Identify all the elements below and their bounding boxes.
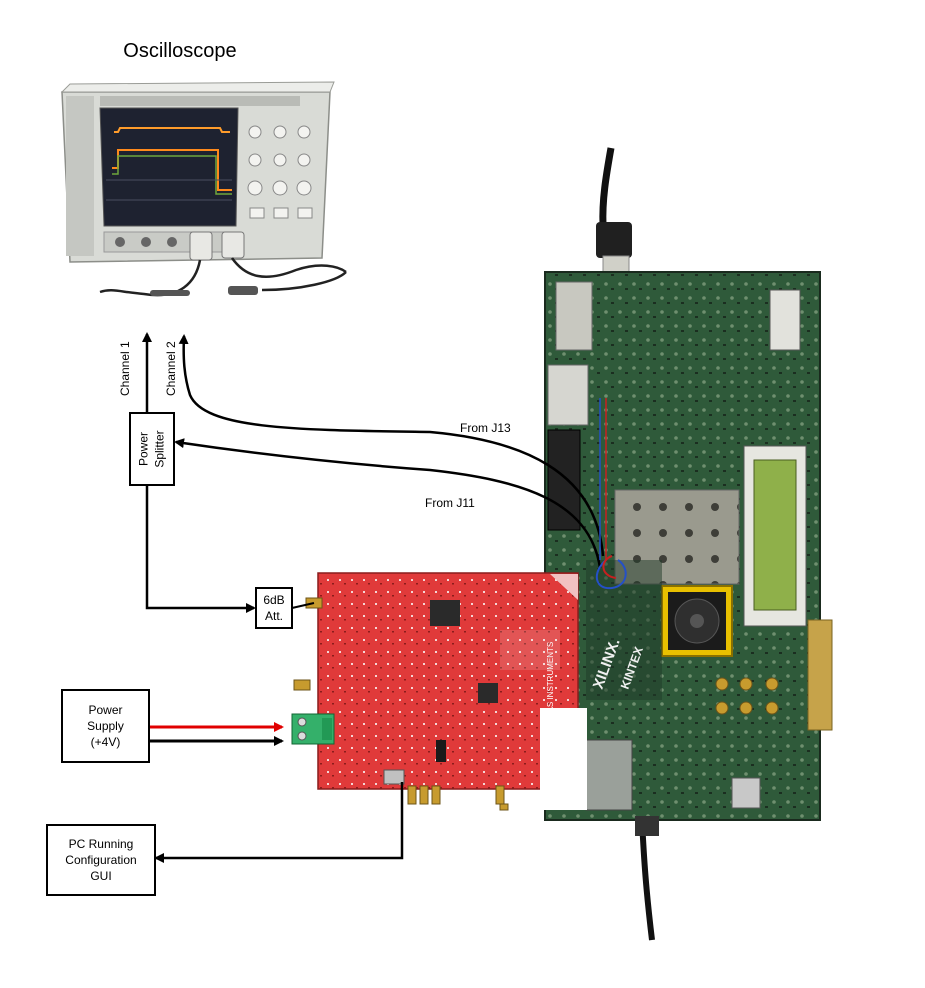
oscilloscope-screen — [99, 107, 239, 227]
oscilloscope-knob-panel — [247, 125, 313, 219]
eval-board: TEXAS INSTRUMENTS — [291, 572, 579, 811]
pc-gui-text: PC Running Configuration GUI — [65, 837, 137, 883]
usb-to-pc-line — [154, 782, 404, 863]
channel2-cable — [178, 334, 605, 557]
splitter-to-attenuator — [145, 486, 256, 613]
attenuator-text: 6dB Att. — [263, 593, 285, 623]
usb-connector — [383, 769, 405, 785]
oscilloscope-device — [60, 81, 347, 297]
power-supply-box: Power Supply (+4V) — [61, 689, 150, 763]
oscilloscope-title: Oscilloscope — [123, 40, 237, 62]
oscilloscope-input-ports — [103, 231, 235, 253]
power-splitter-text: Power Splitter — [136, 430, 167, 468]
probe-cables — [99, 231, 347, 297]
fpga-fan — [661, 585, 733, 657]
power-supply-text: Power Supply (+4V) — [87, 703, 124, 749]
from-j11-label: From J11 — [425, 496, 475, 510]
attenuator-to-board — [291, 602, 315, 609]
j11-cable — [174, 438, 602, 569]
pc-gui-box: PC Running Configuration GUI — [46, 824, 156, 896]
channel2-label: Channel 2 — [164, 341, 178, 396]
power-terminal-block — [291, 713, 335, 745]
fpga-board: XILINX. KINTEX — [544, 147, 833, 941]
power-splitter-box: Power Splitter — [129, 412, 175, 486]
ti-logo-text: TEXAS INSTRUMENTS — [546, 642, 555, 728]
channel1-label: Channel 1 — [118, 341, 132, 396]
from-j13-label: From J13 — [460, 421, 511, 435]
attenuator-box: 6dB Att. — [255, 587, 293, 629]
